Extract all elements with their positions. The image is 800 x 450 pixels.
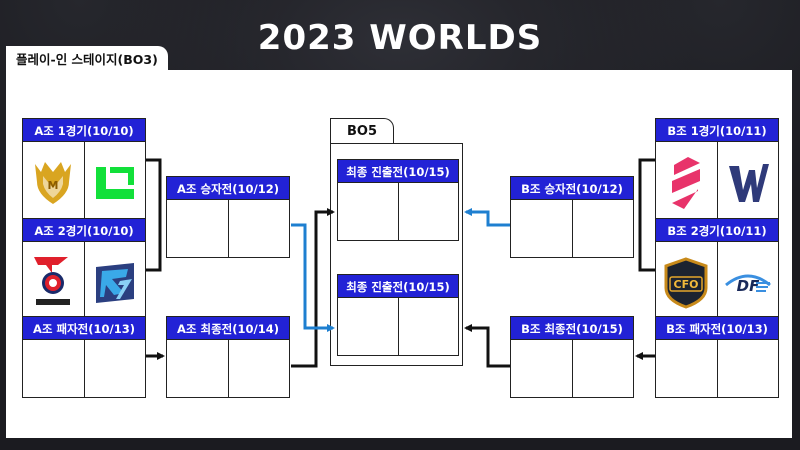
team-slot[interactable] (167, 200, 228, 257)
match-header: A조 2경기(10/10) (22, 218, 146, 242)
match-a-loser[interactable]: A조 패자전(10/13) (22, 316, 146, 398)
match-header: B조 1경기(10/11) (655, 118, 779, 142)
weibo-gaming-logo (728, 163, 769, 202)
svg-text:M: M (48, 179, 59, 192)
team-slot[interactable] (83, 340, 146, 397)
match-b-group-game1[interactable]: B조 1경기(10/11) (655, 118, 779, 224)
match-header: A조 승자전(10/12) (166, 176, 290, 200)
team-slot[interactable]: DF (716, 242, 779, 323)
loud-logo (95, 166, 134, 199)
team-slot[interactable]: M (23, 142, 84, 223)
match-a-group-game2[interactable]: A조 2경기(10/10) (22, 218, 146, 324)
detonation-focusme-logo: DF (724, 274, 771, 295)
match-header: B조 승자전(10/12) (510, 176, 634, 200)
match-final-qualifier-2[interactable]: 최종 진출전(10/15) (337, 274, 459, 356)
match-a-winner[interactable]: A조 승자전(10/12) (166, 176, 290, 258)
team-slot[interactable] (511, 200, 572, 257)
team-slot[interactable] (227, 200, 290, 257)
connector-a-group-to-winner (146, 158, 162, 272)
bo5-label: BO5 (330, 118, 394, 144)
match-final-qualifier-1[interactable]: 최종 진출전(10/15) (337, 159, 459, 241)
match-header: 최종 진출전(10/15) (337, 274, 459, 298)
match-header: B조 패자전(10/13) (655, 316, 779, 340)
match-a-final[interactable]: A조 최종전(10/14) (166, 316, 290, 398)
connector-b-final-to-final2 (464, 324, 510, 368)
connector-b-group-to-winner (638, 158, 655, 272)
team-slot[interactable] (397, 183, 459, 240)
team-slot[interactable] (571, 200, 634, 257)
team-slot[interactable] (656, 340, 717, 397)
match-header: 최종 진출전(10/15) (337, 159, 459, 183)
team-slot[interactable] (167, 340, 228, 397)
connector-a-final-to-final1 (291, 208, 335, 368)
match-a-group-game1[interactable]: A조 1경기(10/10) M (22, 118, 146, 224)
team-slot[interactable] (397, 298, 459, 355)
match-b-final[interactable]: B조 최종전(10/15) (510, 316, 634, 398)
match-header: B조 2경기(10/11) (655, 218, 779, 242)
team-slot[interactable] (83, 242, 146, 323)
match-header: A조 패자전(10/13) (22, 316, 146, 340)
psg-talon-logo (34, 256, 71, 305)
match-header: B조 최종전(10/15) (510, 316, 634, 340)
team-slot[interactable] (338, 298, 398, 355)
movistar-r7-logo (95, 262, 134, 303)
match-b-winner[interactable]: B조 승자전(10/12) (510, 176, 634, 258)
bo5-frame (330, 143, 463, 366)
connector-b-winner-to-final1 (464, 208, 510, 227)
match-b-group-game2[interactable]: B조 2경기(10/11) CFO DF (655, 218, 779, 324)
match-header: A조 최종전(10/14) (166, 316, 290, 340)
team-slot[interactable] (716, 142, 779, 223)
connector-a-winner-to-final2 (291, 223, 335, 332)
bilibili-gaming-logo (672, 156, 701, 209)
team-slot[interactable] (511, 340, 572, 397)
team-slot[interactable] (227, 340, 290, 397)
team-slot[interactable] (83, 142, 146, 223)
team-slot[interactable] (571, 340, 634, 397)
team-slot[interactable] (338, 183, 398, 240)
team-slot[interactable] (23, 242, 84, 323)
team-slot[interactable] (656, 142, 717, 223)
stage-label: 플레이-인 스테이지(BO3) (6, 46, 168, 72)
match-header: A조 1경기(10/10) (22, 118, 146, 142)
svg-text:CFO: CFO (674, 278, 699, 291)
match-b-loser[interactable]: B조 패자전(10/13) (655, 316, 779, 398)
gam-logo: M (35, 161, 72, 204)
team-slot[interactable] (23, 340, 84, 397)
page-title: 2023 WORLDS (257, 18, 543, 58)
team-slot[interactable]: CFO (656, 242, 717, 323)
cfo-logo: CFO (664, 256, 708, 309)
team-slot[interactable] (716, 340, 779, 397)
svg-text:DF: DF (736, 277, 759, 295)
